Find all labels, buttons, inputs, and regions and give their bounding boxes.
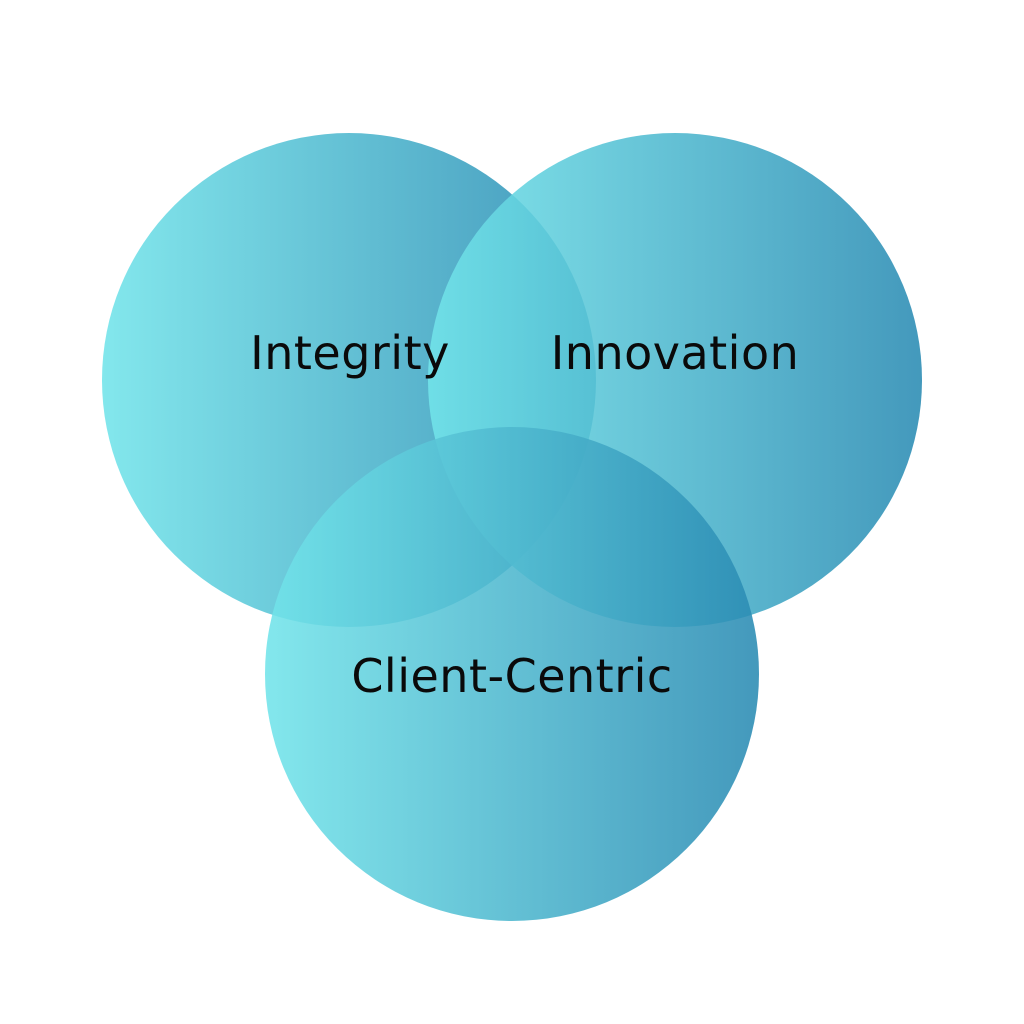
label-client-centric: Client-Centric: [351, 649, 672, 703]
label-innovation: Innovation: [551, 326, 800, 380]
label-integrity: Integrity: [250, 326, 450, 380]
circle-client-centric: [265, 427, 759, 921]
